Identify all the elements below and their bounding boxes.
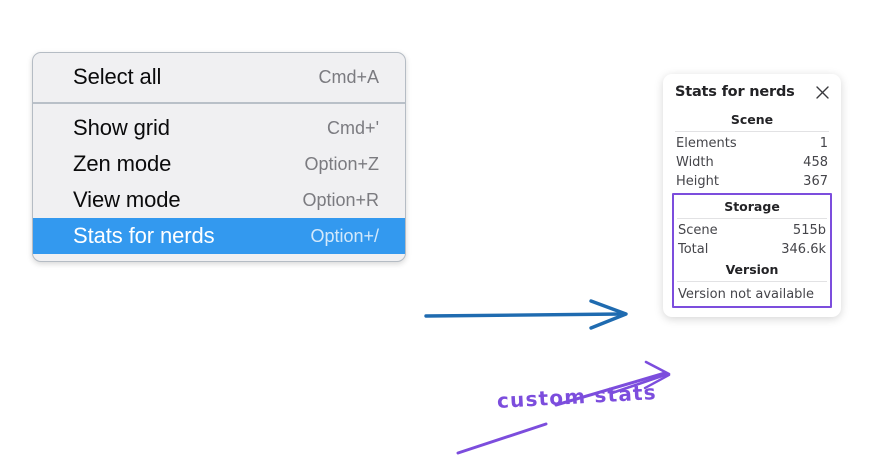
menu-item-label: Stats for nerds — [73, 223, 215, 248]
stats-for-nerds-panel: Stats for nerds Scene Elements 1 Width 4… — [663, 74, 841, 317]
stat-row: Elements 1 — [673, 134, 831, 153]
stat-label: Width — [676, 155, 714, 170]
menu-item-shortcut: Option+Z — [304, 153, 379, 174]
panel-title: Stats for nerds — [675, 84, 795, 100]
divider — [675, 131, 829, 132]
menu-item-label: Show grid — [73, 115, 170, 140]
divider — [677, 218, 827, 219]
context-menu[interactable]: Select all Cmd+A Show grid Cmd+' Zen mod… — [32, 52, 406, 262]
storage-section: Storage Scene 515b Total 346.6k — [675, 196, 829, 259]
scene-section: Scene Elements 1 Width 458 Height 367 — [673, 109, 831, 191]
stat-label: Elements — [676, 136, 737, 151]
version-heading: Version — [725, 262, 779, 277]
menu-item-shortcut: Cmd+' — [327, 117, 379, 138]
menu-section-2: Show grid Cmd+' Zen mode Option+Z View m… — [33, 102, 405, 261]
stat-value: 367 — [803, 174, 828, 189]
menu-item-stats-for-nerds[interactable]: Stats for nerds Option+/ — [33, 218, 405, 254]
menu-item-label: Zen mode — [73, 151, 172, 176]
stat-value: 458 — [803, 155, 828, 170]
storage-heading: Storage — [724, 199, 780, 214]
menu-item-label: View mode — [73, 187, 181, 212]
scene-heading: Scene — [730, 112, 774, 127]
version-note: Version not available — [678, 287, 815, 302]
stat-label: Scene — [678, 223, 718, 238]
custom-stats-highlight-box: Storage Scene 515b Total 346.6k Version … — [672, 193, 832, 308]
stat-value: 515b — [792, 223, 826, 238]
stat-value: 346.6k — [781, 242, 826, 257]
stat-row: Scene 515b — [675, 221, 829, 240]
purple-underline-stroke — [456, 422, 548, 455]
stat-row: Height 367 — [673, 172, 831, 191]
menu-item-zen-mode[interactable]: Zen mode Option+Z — [33, 146, 405, 182]
stat-label: Total — [678, 242, 709, 257]
close-icon[interactable] — [815, 85, 830, 100]
divider — [677, 281, 827, 282]
stats-panel-header: Stats for nerds — [673, 84, 831, 100]
custom-stats-annotation-label: custom stats — [496, 380, 658, 413]
menu-item-show-grid[interactable]: Show grid Cmd+' — [33, 110, 405, 146]
menu-item-view-mode[interactable]: View mode Option+R — [33, 182, 405, 218]
blue-arrow-icon — [424, 299, 628, 330]
menu-item-label: Select all — [73, 64, 162, 89]
menu-item-shortcut: Option+R — [302, 189, 379, 210]
menu-section-1: Select all Cmd+A — [33, 53, 405, 102]
stat-value: 1 — [819, 136, 828, 151]
version-section: Version Version not available — [675, 259, 829, 304]
menu-item-shortcut: Option+/ — [310, 225, 379, 246]
stat-row: Width 458 — [673, 153, 831, 172]
stat-label: Height — [676, 174, 719, 189]
menu-item-select-all[interactable]: Select all Cmd+A — [33, 59, 405, 95]
menu-item-shortcut: Cmd+A — [318, 66, 379, 87]
stat-row: Total 346.6k — [675, 240, 829, 259]
